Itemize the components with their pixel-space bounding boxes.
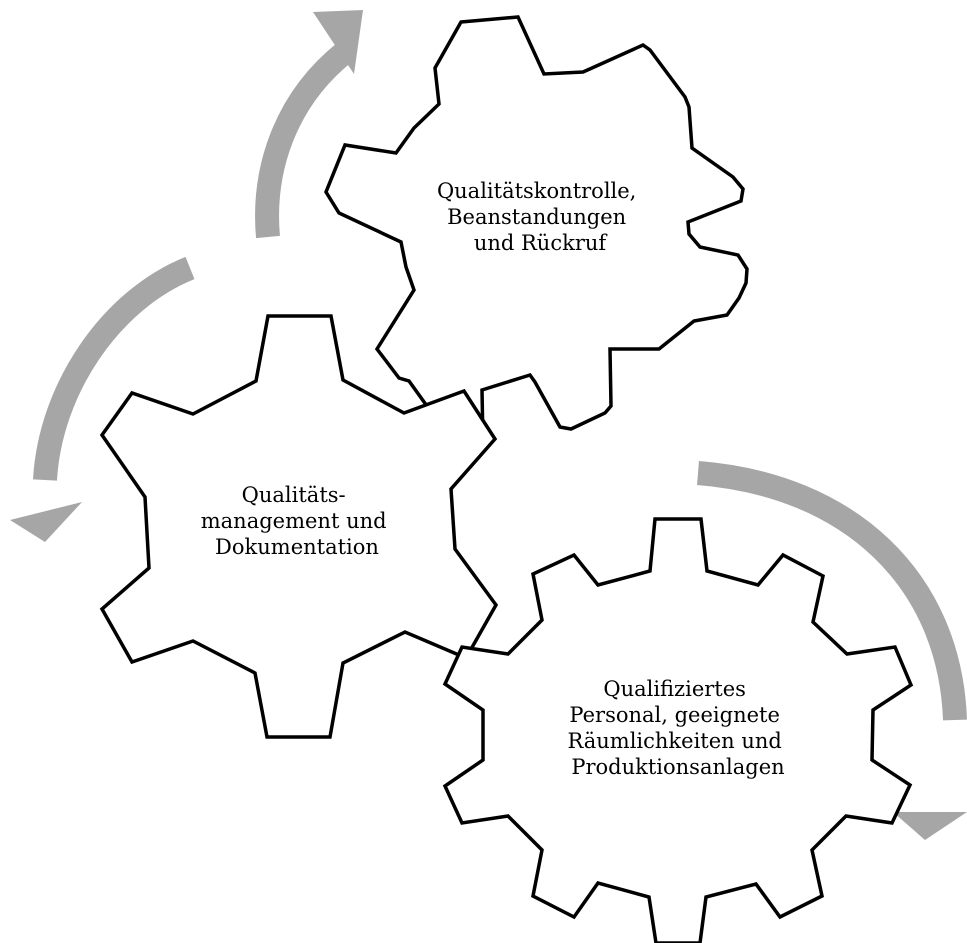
gear-quality-management-line-3: Dokumentation xyxy=(215,535,379,559)
gear-quality-management-line-2: management und xyxy=(201,509,387,533)
arrow-head-left xyxy=(10,502,82,542)
gear-quality-control-line-3: und Rückruf xyxy=(474,231,609,255)
gear-qualified-staff-label: Qualifiziertes Personal, geeignete Räuml… xyxy=(567,677,788,779)
gear-qualified-staff: Qualifiziertes Personal, geeignete Räuml… xyxy=(442,517,914,943)
gear-quality-management: Qualitäts- management und Dokumentation xyxy=(99,314,499,739)
arrow-arc-top xyxy=(255,42,353,239)
gear-quality-control-line-1: Qualitätskontrolle, xyxy=(437,179,636,203)
gear-quality-control-label: Qualitätskontrolle, Beanstandungen und R… xyxy=(437,179,643,255)
gear-quality-management-label: Qualitäts- management und Dokumentation xyxy=(201,483,394,559)
arrow-arc-right xyxy=(697,461,967,721)
gear-quality-management-line-1: Qualitäts- xyxy=(242,483,346,507)
gear-quality-control-outline xyxy=(324,15,749,445)
arrow-arc-left xyxy=(33,256,195,481)
gear-quality-management-outline xyxy=(99,314,499,739)
gear-qualified-staff-line-3: Räumlichkeiten und xyxy=(567,729,781,753)
gear-qualified-staff-line-4: Produktionsanlagen xyxy=(571,755,784,779)
gear-qualified-staff-line-1: Qualifiziertes xyxy=(603,677,746,701)
gear-quality-control: Qualitätskontrolle, Beanstandungen und R… xyxy=(324,15,749,445)
cycle-arrows xyxy=(10,10,967,840)
gear-qualified-staff-line-2: Personal, geeignete xyxy=(569,703,779,727)
gear-qualified-staff-outline xyxy=(442,517,914,943)
gear-quality-control-line-2: Beanstandungen xyxy=(447,205,626,229)
arrow-head-right xyxy=(893,812,967,840)
arrow-head-top xyxy=(313,10,363,74)
